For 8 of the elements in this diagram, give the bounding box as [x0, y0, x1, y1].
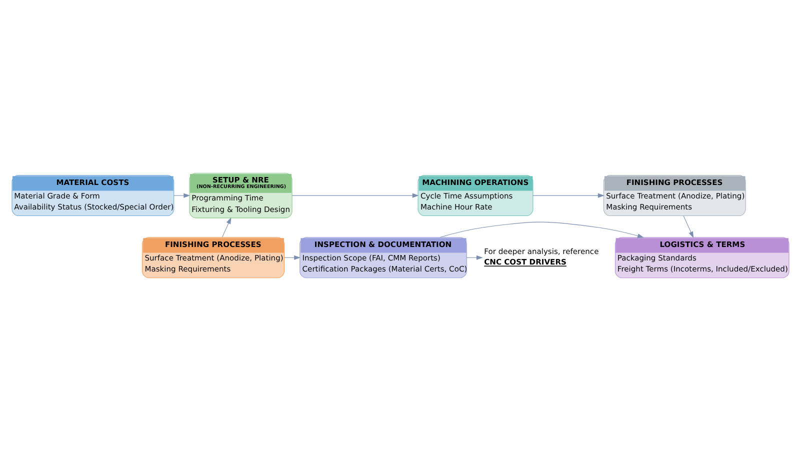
arrow — [466, 254, 482, 260]
arrow — [221, 216, 231, 238]
arrow — [291, 192, 418, 198]
arrow — [439, 221, 644, 238]
arrow — [173, 192, 190, 198]
arrow — [682, 215, 694, 238]
arrow — [284, 254, 300, 260]
arrow — [532, 192, 604, 198]
